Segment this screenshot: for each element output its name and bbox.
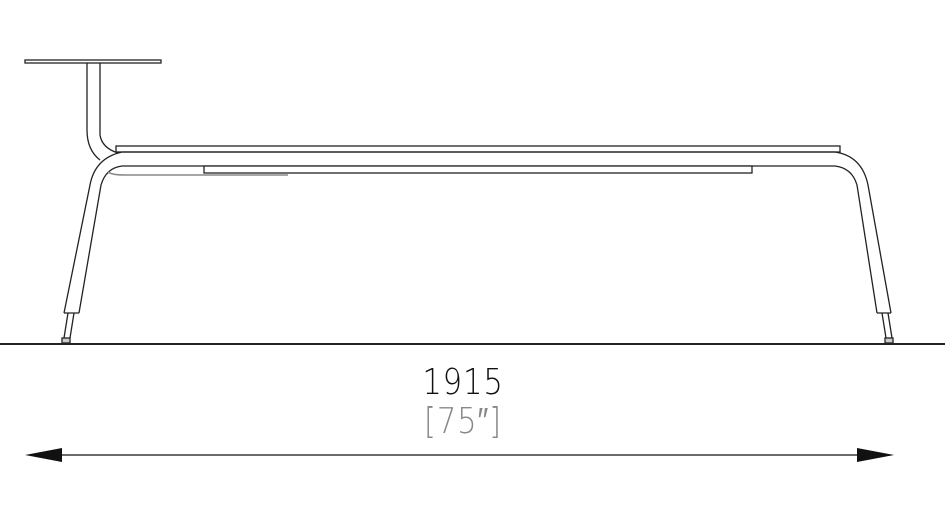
feet [61,312,894,344]
dimension-arrow [25,448,894,462]
frame-tube [63,151,892,314]
seat-board [115,145,841,153]
dimension-inches: [75″] [424,401,502,442]
side-table [24,59,162,161]
dimension-millimeters: 1915 [422,362,504,403]
under-board [203,165,753,174]
